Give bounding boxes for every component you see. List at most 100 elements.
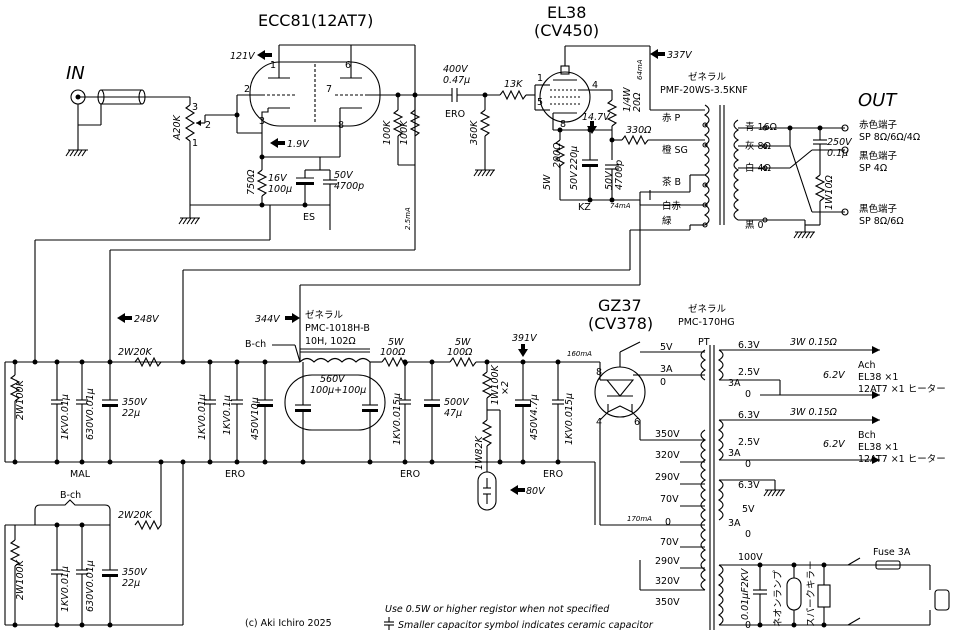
power-transformer [700,345,724,630]
note2: Smaller capacitor symbol indicates ceram… [398,620,654,631]
es-label: ES [303,212,315,223]
v1-pin-8: 8 [338,120,344,131]
c1kv2-label: 1KV0.01μ [197,394,208,440]
r5w-a-label: 5W [388,337,404,348]
r1w100k-label: 1W100K [490,364,501,405]
s350b: 350V [655,597,680,608]
v2-pin-5: 5 [537,97,543,108]
c22-b-label: 22μ [122,578,140,589]
r360k-label: 360K [469,120,480,145]
bch2-label: 12AT7 ×1 ヒーター [858,454,946,465]
c4700b-u-label: 4700p [614,160,625,190]
c1kv015b-label: 1KV0.015μ [564,393,575,445]
bch1-label: EL38 ×1 [858,442,898,453]
v3-title: GZ37 [598,296,642,315]
c170-label: 170mA [627,515,652,523]
c220-u-label: 220μ [569,146,580,170]
r2w20k-label: 2W20K [118,347,153,358]
v2-pin-1: 1 [537,73,543,84]
h3aa: 3A [728,378,741,389]
el38-tube [539,55,591,123]
v80-label: 80V [526,486,546,497]
c1kv-label: 1KV0.01μ [60,394,71,440]
pt-label: PT [698,337,710,348]
c160-label: 160mA [567,350,592,358]
r1w-label: 1W10Ω [824,174,835,210]
ach2-label: 12AT7 ×1 ヒーター [858,384,946,395]
term2a: 黒色端子 [859,150,898,162]
voltage-arrow-248v [117,313,132,323]
c560u-label: 100μ+100μ [310,385,366,396]
term3a: 黒色端子 [859,203,898,215]
v3-pin-4: 4 [596,417,602,428]
c50-label: 50V [334,170,354,181]
ot-whitered: 白赤 [662,200,682,212]
ground-symbol [763,489,785,497]
c450-label: 450V10μ [250,397,261,440]
ot-16: 青 16Ω [745,121,777,133]
fuse [875,560,901,570]
h0c: 0 [745,529,751,540]
choke-spec: 10H, 102Ω [305,336,356,347]
c560-label: 560V [320,374,346,385]
r2w20k-b-label: 2W20K [118,510,153,521]
voltage-arrow-121v [257,50,272,60]
bch2-label: B-ch [60,490,81,501]
c630-label: 630V0.01μ [85,388,96,440]
c350-label: 350V [122,397,148,408]
voltage-arrow-344v [285,313,300,323]
r2w100k-b-label: 2W100K [15,559,26,600]
ero-c-label: ERO [543,469,563,480]
h0b: 0 [745,459,751,470]
s290b: 290V [655,556,680,567]
h63b: 6.3V [738,410,760,421]
ground-symbol [793,225,815,239]
c4700b-v-label: 50V [604,170,615,190]
r20-label: 20Ω [632,92,643,112]
c1kv-b-label: 1KV0.01μ [60,566,71,612]
v1-pin-3: 3 [259,116,265,127]
copyright: (c) Aki Ichiro 2025 [245,618,332,629]
vol-label: A20K [172,114,183,141]
p100: 100V [738,552,763,563]
ero-b-label: ERO [400,469,420,480]
voltage-arrow-337v [650,49,665,59]
s290a: 290V [655,472,680,483]
c16-label: 16V [268,173,288,184]
c4700p-label: 4700p [334,181,364,192]
cc-v-label: 400V [443,64,469,75]
h3ac: 3A [728,518,741,529]
v1-pin-2: 2 [244,84,250,95]
v1-title: ECC81(12AT7) [258,11,373,30]
pt-h0: 0 [660,377,666,388]
pt-5v: 5V [660,342,673,353]
ac-plug [934,589,950,611]
h0a: 0 [745,389,751,400]
output-transformer [703,104,740,226]
s320a: 320V [655,450,680,461]
junction-dots [12,92,827,628]
ot-brown-b: 茶 B [662,176,681,188]
r100-b-label: 100Ω [447,347,473,358]
v2-pin-8: 8 [560,119,566,130]
term2b: SP 4Ω [859,163,887,174]
s70: 70V [660,494,679,505]
ground-symbol [178,210,200,225]
input-jack [65,89,191,157]
v391-label: 391V [512,333,538,344]
s70b: 70V [660,537,679,548]
c47-label: 47μ [444,408,462,419]
h25b: 2.5V [738,437,760,448]
pt-3a: 3A [660,364,673,375]
c22-label: 22μ [122,408,140,419]
h63a: 6.3V [738,340,760,351]
ot-red-p: 赤 P [662,113,681,124]
choke [299,348,371,363]
pot-pin-2: 2 [205,120,211,131]
term1a: 赤色端子 [859,119,898,131]
neon-label: ネオンランプ [773,570,784,627]
fuse-label: Fuse 3A [873,547,911,558]
c1kv015a-label: 1KV0.015μ [392,393,403,445]
x2-label: ×2 [500,381,511,395]
